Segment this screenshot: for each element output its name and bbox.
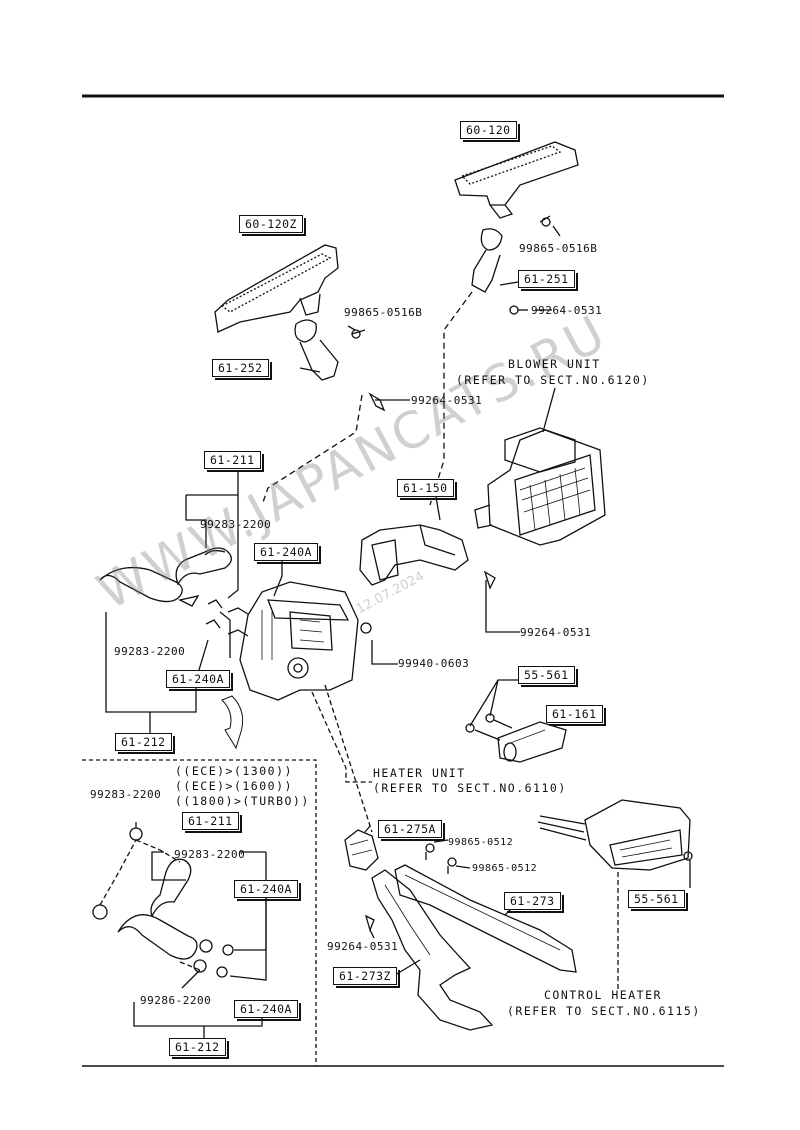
duct-61-273z: [371, 869, 494, 1031]
part-box-61-150: 61-150: [397, 479, 457, 500]
part-number-99283-2200-a: 99283-2200: [200, 518, 272, 531]
part-number-99283-2200-c: 99283-2200: [90, 788, 162, 801]
part-box-61-211-top: 61-211: [204, 451, 264, 472]
note-control-heater: CONTROL HEATER: [544, 988, 662, 1002]
note-heater-unit: HEATER UNIT: [373, 766, 466, 780]
condition-line-3: ((1800)>(TURBO)): [175, 794, 310, 808]
note-blower-unit: BLOWER UNIT: [508, 357, 601, 371]
part-box-61-240a-top2: 61-240A: [166, 670, 233, 691]
part-box-61-161: 61-161: [546, 705, 606, 726]
part-box-61-251: 61-251: [518, 270, 578, 291]
part-number-99865-0512-a: 99865-0512: [448, 837, 514, 848]
duct-61-273: [394, 864, 577, 973]
part-box-60-120z: 60-120Z: [239, 215, 306, 236]
heater-unit: [239, 581, 372, 701]
part-number-99865-0516b-a: 99865-0516B: [519, 242, 598, 255]
part-number-99264-0531-c: 99264-0531: [520, 626, 592, 639]
rotation-arrow: [221, 695, 244, 750]
part-box-61-240a-bot2: 61-240A: [234, 1000, 301, 1021]
part-number-99283-2200-b: 99283-2200: [114, 645, 186, 658]
part-box-61-212-bot: 61-212: [169, 1038, 229, 1059]
part-box-61-240a-top1: 61-240A: [254, 543, 321, 564]
part-box-61-273: 61-273: [504, 892, 564, 913]
part-number-99940-0603: 99940-0603: [398, 657, 470, 670]
part-number-99264-0531-b: 99264-0531: [411, 394, 483, 407]
part-box-61-273z: 61-273Z: [333, 967, 400, 988]
blower-unit: [474, 427, 606, 546]
part-number-99283-2200-d: 99283-2200: [174, 848, 246, 861]
duct-60-120: [454, 141, 579, 293]
control-heater: [537, 799, 693, 871]
part-61-161: [465, 713, 567, 763]
note-heater-ref: (REFER TO SECT.NO.6110): [373, 781, 567, 795]
part-box-61-275a: 61-275A: [378, 820, 445, 841]
part-number-99865-0516b-b: 99865-0516B: [344, 306, 423, 319]
part-box-55-561-b: 55-561: [628, 890, 688, 911]
part-number-99264-0531-a: 99264-0531: [531, 304, 603, 317]
part-number-99865-0512-b: 99865-0512: [472, 863, 538, 874]
part-box-61-252: 61-252: [212, 359, 272, 380]
duct-61-150: [359, 524, 496, 590]
condition-line-1: ((ECE)>(1300)): [175, 764, 293, 778]
part-box-55-561-a: 55-561: [518, 666, 578, 687]
part-box-60-120: 60-120: [460, 121, 520, 142]
duct-60-120z: [214, 244, 386, 412]
part-61-275a: [344, 829, 379, 871]
condition-line-2: ((ECE)>(1600)): [175, 779, 293, 793]
part-box-61-212-top: 61-212: [115, 733, 175, 754]
part-number-99286-2200: 99286-2200: [140, 994, 212, 1007]
note-control-ref: (REFER TO SECT.NO.6115): [507, 1004, 701, 1018]
part-box-61-240a-bot1: 61-240A: [234, 880, 301, 901]
note-blower-ref: (REFER TO SECT.NO.6120): [456, 373, 650, 387]
part-number-99264-0531-d: 99264-0531: [327, 940, 399, 953]
part-box-61-211-bot: 61-211: [182, 812, 242, 833]
